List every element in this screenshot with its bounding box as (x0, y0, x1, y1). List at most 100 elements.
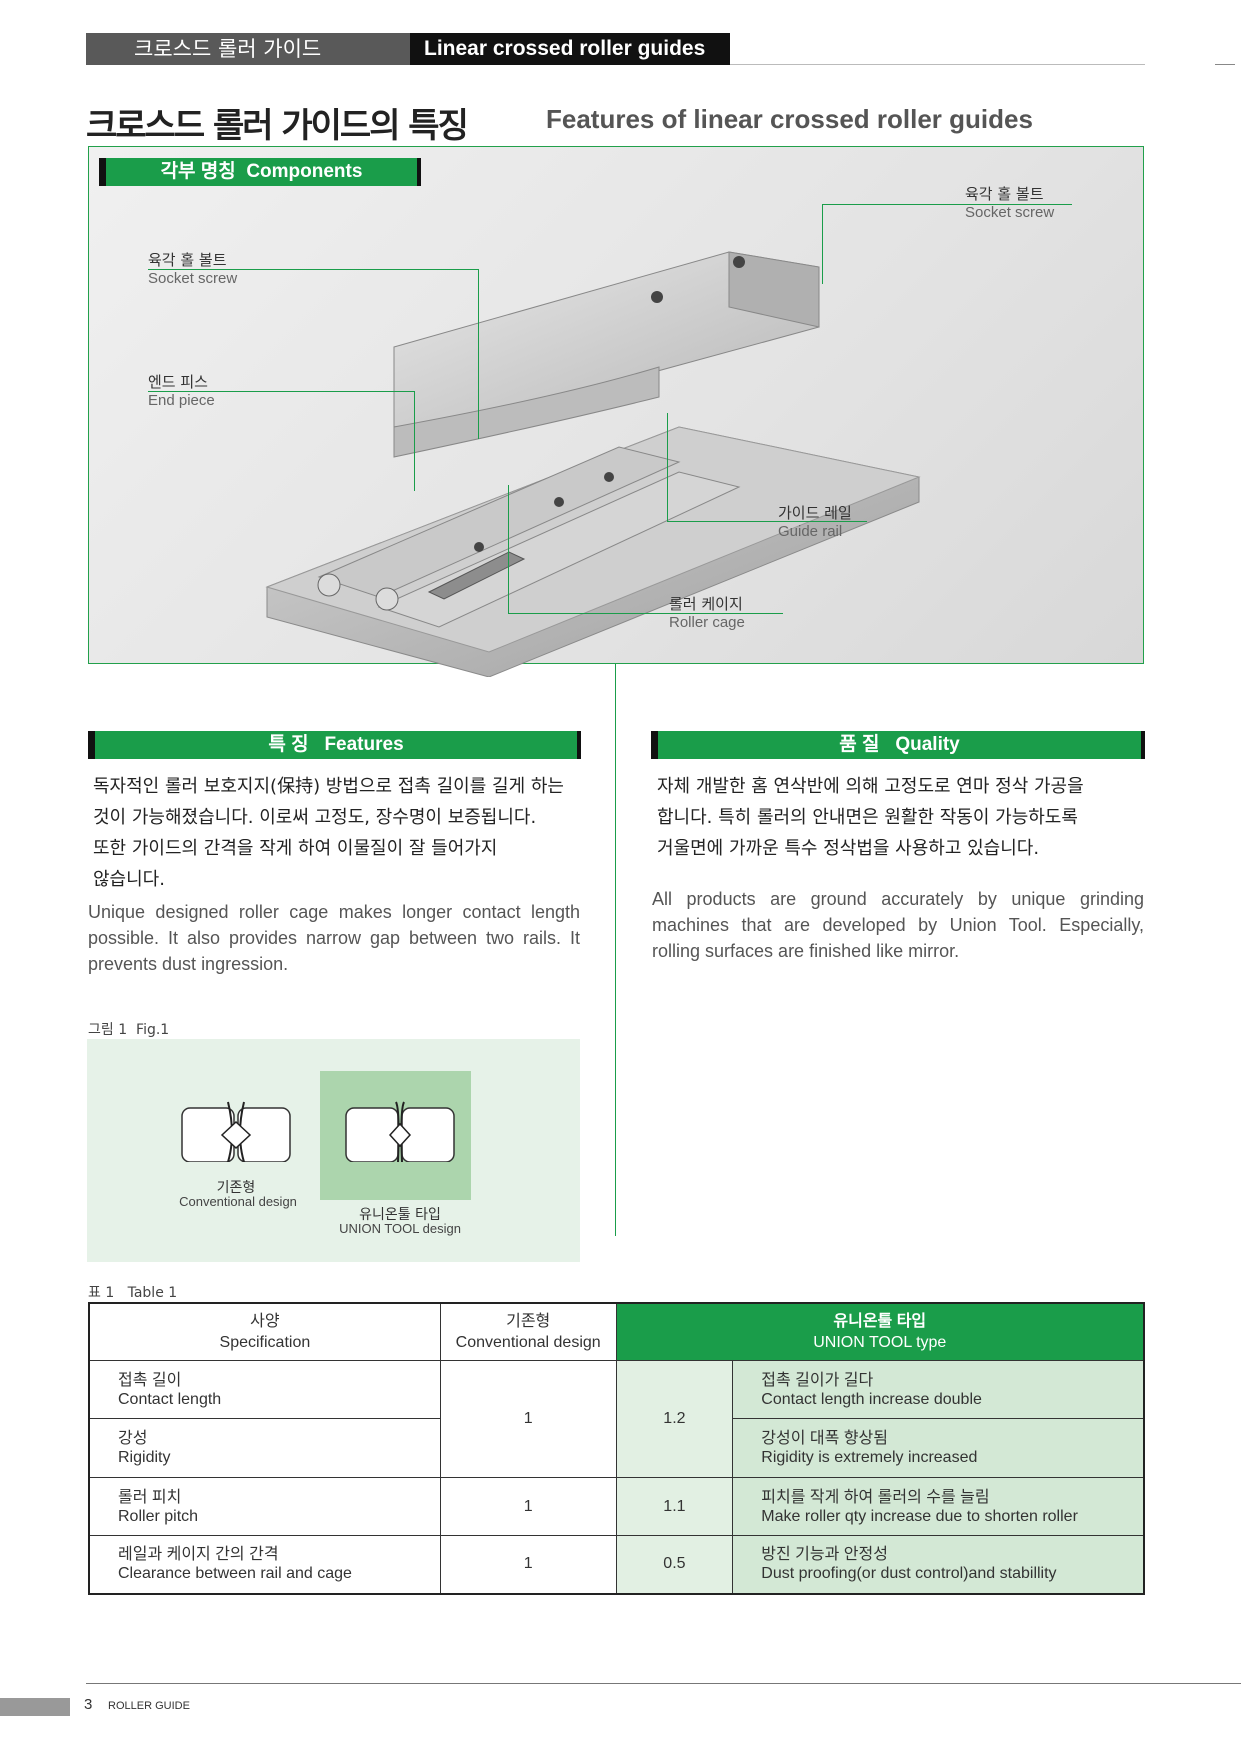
note-ko: 강성이 대폭 향상됨 (761, 1430, 888, 1447)
leader-line (414, 391, 415, 491)
components-panel: 각부 명칭 Components 육각 (88, 146, 1144, 677)
spec-ko: 강성 (118, 1430, 148, 1447)
socket-screw-icon (651, 291, 663, 303)
union-label-en: UNION TOOL design (339, 1221, 461, 1236)
note-ko: 접촉 길이가 길다 (761, 1371, 874, 1389)
features-tab-en: Features (324, 734, 404, 755)
note-en: Rigidity is extremely increased (761, 1449, 978, 1466)
features-tab: 특 징 Features (88, 731, 581, 759)
features-ko-line: 또한 가이드의 간격을 작게 하여 이물질이 잘 들어가지 (93, 838, 498, 859)
conventional-label-en: Conventional design (179, 1194, 297, 1209)
label-roller-cage-ko: 롤러 케이지 (669, 595, 743, 613)
quality-text-en: All products are ground accurately by un… (652, 889, 1144, 961)
quality-ko-line: 거울면에 가까운 특수 정삭법을 사용하고 있습니다. (657, 838, 1040, 859)
table-caption-en: Table 1 (127, 1285, 178, 1301)
leader-line (667, 521, 867, 522)
features-ko-line: 않습니다. (93, 869, 165, 890)
quality-tab-ko: 품 질 (839, 734, 880, 755)
socket-screw-icon (474, 542, 484, 552)
socket-screw-icon (604, 472, 614, 482)
table-caption: 표 1 Table 1 (88, 1282, 177, 1302)
label-guide-rail-ko: 가이드 레일 (778, 504, 852, 522)
components-tab-ko: 각부 명칭 (160, 161, 236, 182)
header-spec-en: Specification (219, 1334, 311, 1351)
union-label-ko: 유니온툴 타입 (359, 1207, 441, 1223)
roller-guide-illustration (265, 251, 921, 677)
label-socket-screw-top-ko: 육각 홀 볼트 (965, 185, 1044, 203)
roller-cage (427, 551, 526, 600)
note-ko: 피치를 작게 하여 롤러의 수를 늘림 (761, 1488, 990, 1506)
features-tab-ko: 특 징 (268, 734, 309, 755)
features-text-ko: 독자적인 롤러 보호지지(保持) 방법으로 접촉 길이를 길게 하는 것이 가능… (93, 771, 583, 895)
socket-screw-icon (733, 256, 745, 268)
spec-en: Roller pitch (118, 1507, 199, 1525)
figure-caption-ko: 그림 1 (88, 1022, 128, 1038)
guide-rail-left (317, 446, 681, 598)
note-cell: 강성이 대폭 향상됨 Rigidity is extremely increase… (732, 1418, 1145, 1478)
end-piece-icon (317, 573, 341, 597)
header-rule (730, 64, 1145, 65)
guide-rail-right (377, 471, 741, 628)
label-socket-screw-top-en: Socket screw (965, 204, 1055, 221)
page-title-en: Features of linear crossed roller guides (546, 104, 1033, 134)
leader-line (822, 204, 1072, 205)
spec-en: Rigidity (118, 1449, 171, 1466)
section-title-en: Linear crossed roller guides (410, 33, 730, 65)
note-en: Dust proofing(or dust control)and stabil… (761, 1565, 1057, 1583)
header-union: 유니온툴 타입 UNION TOOL type (615, 1302, 1145, 1361)
features-ko-line: 독자적인 롤러 보호지지(保持) 방법으로 접촉 길이를 길게 하는 (93, 776, 564, 797)
table-row: 강성 Rigidity 강성이 대폭 향상됨 Rigidity is extreme… (88, 1418, 1145, 1478)
leader-line (508, 485, 509, 613)
quality-text-ko: 자체 개발한 홈 연삭반에 의해 고정도로 연마 정삭 가공을 합니다. 특히 … (657, 771, 1147, 864)
features-text-en: Unique designed roller cage makes longer… (88, 902, 580, 974)
conventional-design-diagram (181, 1101, 291, 1162)
column-divider (615, 664, 616, 1236)
label-guide-rail-en: Guide rail (778, 523, 843, 540)
figure-caption: 그림 1 Fig.1 (88, 1019, 169, 1039)
table-caption-ko: 표 1 (88, 1285, 115, 1301)
union-value: 0.5 (615, 1535, 734, 1594)
page-title-ko: 크로스드 롤러 가이드의 특징 (86, 106, 469, 146)
figure-caption-en: Fig.1 (136, 1022, 170, 1038)
page-number: 3 (84, 1696, 93, 1713)
end-piece-icon (375, 587, 399, 611)
label-end-piece-en: End piece (148, 392, 215, 409)
union-value: 1.1 (615, 1477, 734, 1536)
spec-ko: 롤러 피치 (118, 1488, 182, 1506)
footer-rule (86, 1683, 1241, 1684)
leader-line (508, 613, 783, 614)
note-en: Make roller qty increase due to shorten … (761, 1507, 1078, 1525)
spec-ko: 접촉 길이 (118, 1371, 182, 1389)
leader-line (148, 269, 478, 270)
header-conv-en: Conventional design (455, 1334, 601, 1351)
leader-line (148, 391, 415, 392)
section-title-ko: 크로스드 롤러 가이드 (86, 33, 410, 65)
union-tool-design-diagram (345, 1101, 455, 1162)
header-union-ko: 유니온툴 타입 (833, 1313, 927, 1330)
label-roller-cage-en: Roller cage (669, 614, 745, 631)
spec-en: Clearance between rail and cage (118, 1565, 352, 1583)
conv-value: 1 (439, 1360, 617, 1478)
header-spec-ko: 사양 (250, 1313, 280, 1330)
footer-label: ROLLER GUIDE (108, 1700, 190, 1712)
header-spec: 사양 Specification (88, 1302, 441, 1361)
leader-line (822, 204, 823, 284)
header-union-en: UNION TOOL type (813, 1334, 947, 1351)
conventional-label-ko: 기존형 (216, 1180, 256, 1196)
spec-cell: 강성 Rigidity (88, 1418, 441, 1478)
label-socket-screw-left-en: Socket screw (148, 270, 238, 287)
label-end-piece-ko: 엔드 피스 (148, 373, 208, 391)
socket-screw-icon (554, 497, 564, 507)
quality-ko-line: 합니다. 특히 롤러의 안내면은 원활한 작동이 가능하도록 (657, 807, 1078, 828)
leader-line (667, 413, 668, 521)
note-en: Contact length increase double (761, 1390, 982, 1408)
